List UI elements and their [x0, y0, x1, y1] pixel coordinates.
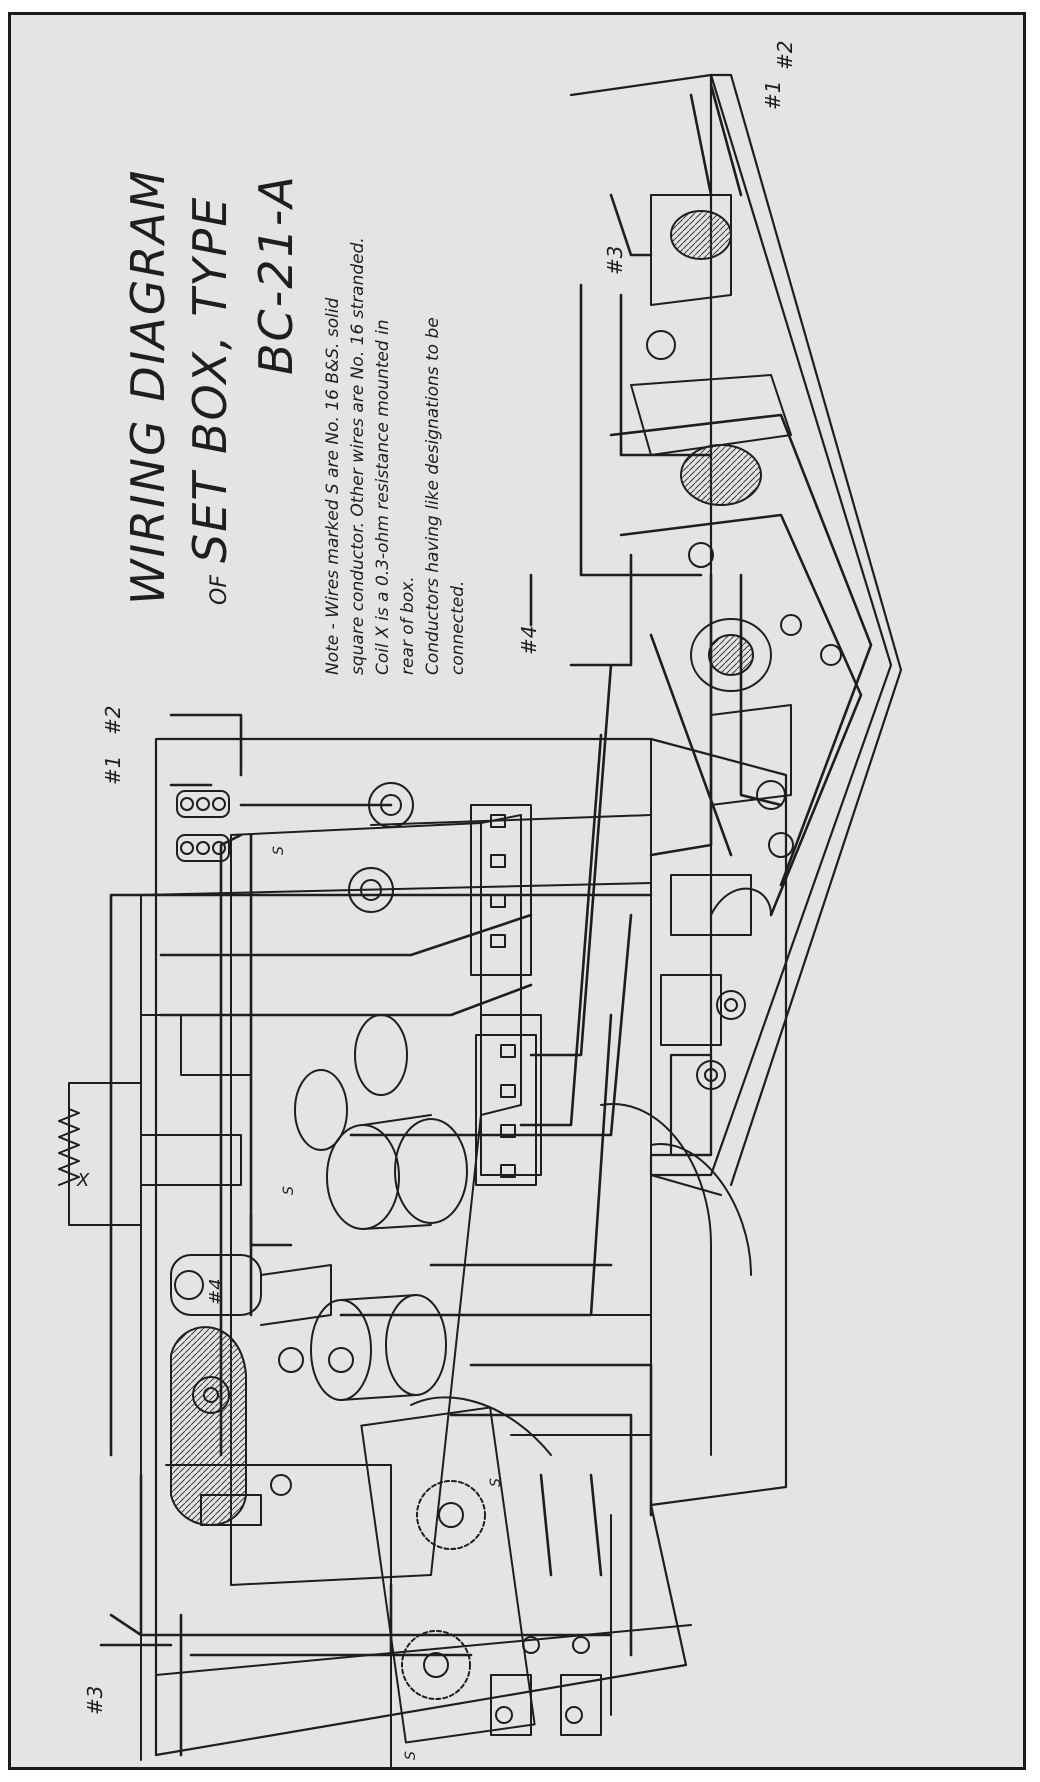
label-terminal-2-base: #2 [773, 40, 797, 70]
box-knobs [270, 782, 602, 1736]
label-wire-s: S [271, 846, 287, 855]
label-wire-s: S [488, 1478, 504, 1487]
diagram-notes: Note - Wires marked S are No. 16 B&S. so… [321, 55, 471, 675]
note-line: Note - Wires marked S are No. 16 B&S. so… [323, 297, 343, 675]
note-line: Coil X is a 0.3-ohm resistance mounted i… [373, 319, 393, 675]
label-wire-s: S [403, 1751, 419, 1760]
box-relay-mechanism [165, 1254, 392, 1767]
base-panel [569, 73, 903, 1197]
box-coils [294, 1014, 468, 1401]
diagram-title-line3: BC-21-A [249, 174, 303, 375]
label-terminal-3-base: #3 [603, 245, 627, 275]
label-terminal-1-base: #1 [761, 80, 785, 110]
diagram-plate: WIRING DIAGRAM OF SET BOX, TYPE BC-21-A N… [8, 12, 1026, 1770]
set-box [140, 737, 788, 1761]
diagram-title-line1: WIRING DIAGRAM [121, 168, 175, 605]
label-coil-x: X [77, 1170, 90, 1191]
base-mechanism [630, 194, 842, 1090]
wiring-diagram-drawing [58, 73, 903, 1767]
label-terminal-3-box: #3 [83, 1685, 107, 1715]
label-terminal-1-box: #1 [101, 755, 125, 785]
note-line: Conductors having like designations to b… [423, 317, 443, 675]
diagram-caption: WIRING DIAGRAM OF SET BOX, TYPE BC-21-A N… [121, 15, 541, 755]
box-terminal-blocks [176, 790, 230, 862]
diagram-title-line2: OF SET BOX, TYPE [183, 196, 237, 605]
diagram-title-of: OF [207, 575, 232, 605]
label-terminal-2-box: #2 [101, 705, 125, 735]
note-line: square conductor. Other wires are No. 16… [348, 237, 368, 675]
label-terminal-4-base: #4 [517, 625, 541, 655]
coil-x-resistor [58, 1082, 142, 1226]
wiring-runs [99, 83, 873, 1757]
label-wire-s: S [281, 1186, 297, 1195]
label-terminal-4-box: #4 [206, 1278, 227, 1305]
note-line: rear of box. [398, 576, 418, 675]
box-rheostats [360, 1406, 536, 1744]
diagram-title-settype: SET BOX, TYPE [183, 195, 237, 564]
note-line: connected. [448, 580, 468, 675]
